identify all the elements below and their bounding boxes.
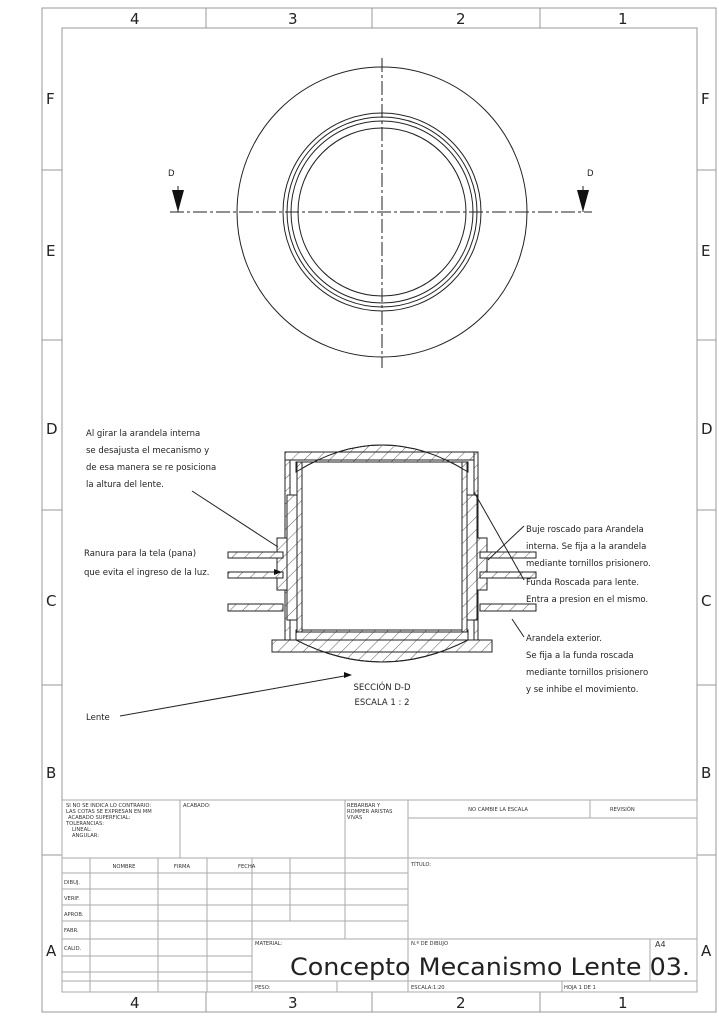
general-notes: SI NO SE INDICA LO CONTRARIO: LAS COTAS … (65, 803, 152, 839)
rebarbar-label-2: ROMPER ARISTAS (347, 809, 392, 815)
zone-row-e-right: E (701, 242, 710, 260)
zone-row-c-left: C (46, 592, 56, 610)
svg-text:de esa manera se re posiciona: de esa manera se re posiciona (86, 463, 216, 473)
titulo-label: TÍTULO: (410, 861, 431, 868)
zone-row-b-left: B (46, 764, 56, 782)
svg-text:SI NO SE INDICA LO CONTRARIO:: SI NO SE INDICA LO CONTRARIO: (66, 803, 151, 809)
section-scale: ESCALA 1 : 2 (354, 698, 409, 708)
peso-label: PESO: (255, 985, 271, 991)
header-nombre: NOMBRE (113, 864, 136, 870)
role-calid: CALID. (64, 946, 82, 952)
annotation-lente: Lente (86, 713, 110, 723)
annotation-ranura: Ranura para la tela (pana) que evita el … (84, 549, 209, 578)
header-firma: FIRMA (174, 864, 191, 870)
rebarbar-label-3: VIVAS (347, 815, 362, 821)
zone-row-c-right: C (701, 592, 711, 610)
svg-text:la altura del lente.: la altura del lente. (86, 480, 164, 490)
role-aprob: APROB. (64, 912, 84, 918)
svg-text:y se inhibe el movimiento.: y se inhibe el movimiento. (526, 685, 638, 695)
zone-col-3-bottom: 3 (288, 994, 298, 1012)
material-label: MATERIAL: (255, 941, 283, 947)
section-marker-right: D (587, 169, 594, 179)
svg-text:Se fija a la funda roscada: Se fija a la funda roscada (526, 651, 634, 661)
zone-col-4-bottom: 4 (130, 994, 140, 1012)
section-title: SECCIÓN D-D (353, 681, 411, 693)
zone-labels: 4 3 2 1 4 3 2 1 F E D C B A F E D C B A (46, 10, 713, 1012)
svg-text:ACABADO SUPERFICIAL:: ACABADO SUPERFICIAL: (68, 815, 131, 821)
svg-text:que evita el ingreso de la luz: que evita el ingreso de la luz. (84, 568, 209, 578)
drawing-name: Concepto Mecanismo Lente 03. (290, 953, 690, 981)
svg-text:Arandela exterior.: Arandela exterior. (526, 634, 602, 644)
svg-text:Entra a presion en el mismo.: Entra a presion en el mismo. (526, 595, 648, 605)
zone-row-a-right: A (701, 942, 712, 960)
header-fecha: FECHA (238, 864, 256, 870)
annotation-buje: Buje roscado para Arandela interna. Se f… (526, 525, 651, 569)
svg-text:interna. Se fija a la arandela: interna. Se fija a la arandela (526, 542, 646, 552)
annotation-arandela-interna: Al girar la arandela interna se desajust… (86, 429, 216, 490)
zone-col-2-top: 2 (456, 10, 466, 28)
zone-col-2-bottom: 2 (456, 994, 466, 1012)
role-verif: VERIF. (64, 896, 80, 902)
svg-text:Al girar la arandela interna: Al girar la arandela interna (86, 429, 200, 439)
zone-row-f-right: F (701, 90, 710, 108)
sheet-frame (41, 7, 717, 1013)
svg-text:LAS COTAS SE EXPRESAN EN MM: LAS COTAS SE EXPRESAN EN MM (66, 809, 152, 815)
svg-text:se desajusta el mecanismo y: se desajusta el mecanismo y (86, 446, 209, 456)
acabado-label: ACABADO: (183, 803, 211, 809)
svg-text:Funda Roscada para lente.: Funda Roscada para lente. (526, 578, 639, 588)
role-fabr: FABR. (64, 928, 79, 934)
zone-row-b-right: B (701, 764, 711, 782)
hoja-label: HOJA 1 DE 1 (564, 985, 596, 991)
svg-text:ANGULAR:: ANGULAR: (72, 833, 99, 839)
zone-col-1-bottom: 1 (618, 994, 628, 1012)
svg-text:TOLERANCIAS:: TOLERANCIAS: (65, 821, 104, 827)
n-dibujo-label: N.º DE DIBUJO (411, 941, 448, 947)
title-block: SI NO SE INDICA LO CONTRARIO: LAS COTAS … (61, 799, 698, 993)
svg-text:Ranura para la tela (pana): Ranura para la tela (pana) (84, 549, 196, 559)
role-dibuj: DIBUJ. (64, 880, 80, 886)
zone-row-e-left: E (46, 242, 55, 260)
section-view (119, 444, 537, 717)
zone-row-d-left: D (46, 420, 58, 438)
svg-text:Buje roscado para Arandela: Buje roscado para Arandela (526, 525, 644, 535)
escala-label: ESCALA:1:20 (411, 985, 445, 991)
svg-text:LINEAL:: LINEAL: (72, 827, 92, 833)
revision-label: REVISIÓN (610, 806, 635, 813)
zone-col-1-top: 1 (618, 10, 628, 28)
svg-text:mediante tornillos prisionero: mediante tornillos prisionero (526, 668, 648, 678)
top-view: D D (168, 58, 594, 368)
section-marker-left: D (168, 169, 175, 179)
svg-text:mediante tornillos prisionero.: mediante tornillos prisionero. (526, 559, 651, 569)
zone-row-d-right: D (701, 420, 713, 438)
zone-row-f-left: F (46, 90, 55, 108)
no-cambie-escala: NO CAMBIE LA ESCALA (468, 807, 528, 813)
sheet-size: A4 (655, 940, 666, 949)
zone-col-3-top: 3 (288, 10, 298, 28)
zone-col-4-top: 4 (130, 10, 140, 28)
rebarbar-label: REBARBAR Y (347, 803, 381, 809)
annotation-funda: Funda Roscada para lente. Entra a presio… (526, 578, 648, 605)
annotation-arandela-exterior: Arandela exterior. Se fija a la funda ro… (526, 634, 648, 695)
zone-row-a-left: A (46, 942, 57, 960)
